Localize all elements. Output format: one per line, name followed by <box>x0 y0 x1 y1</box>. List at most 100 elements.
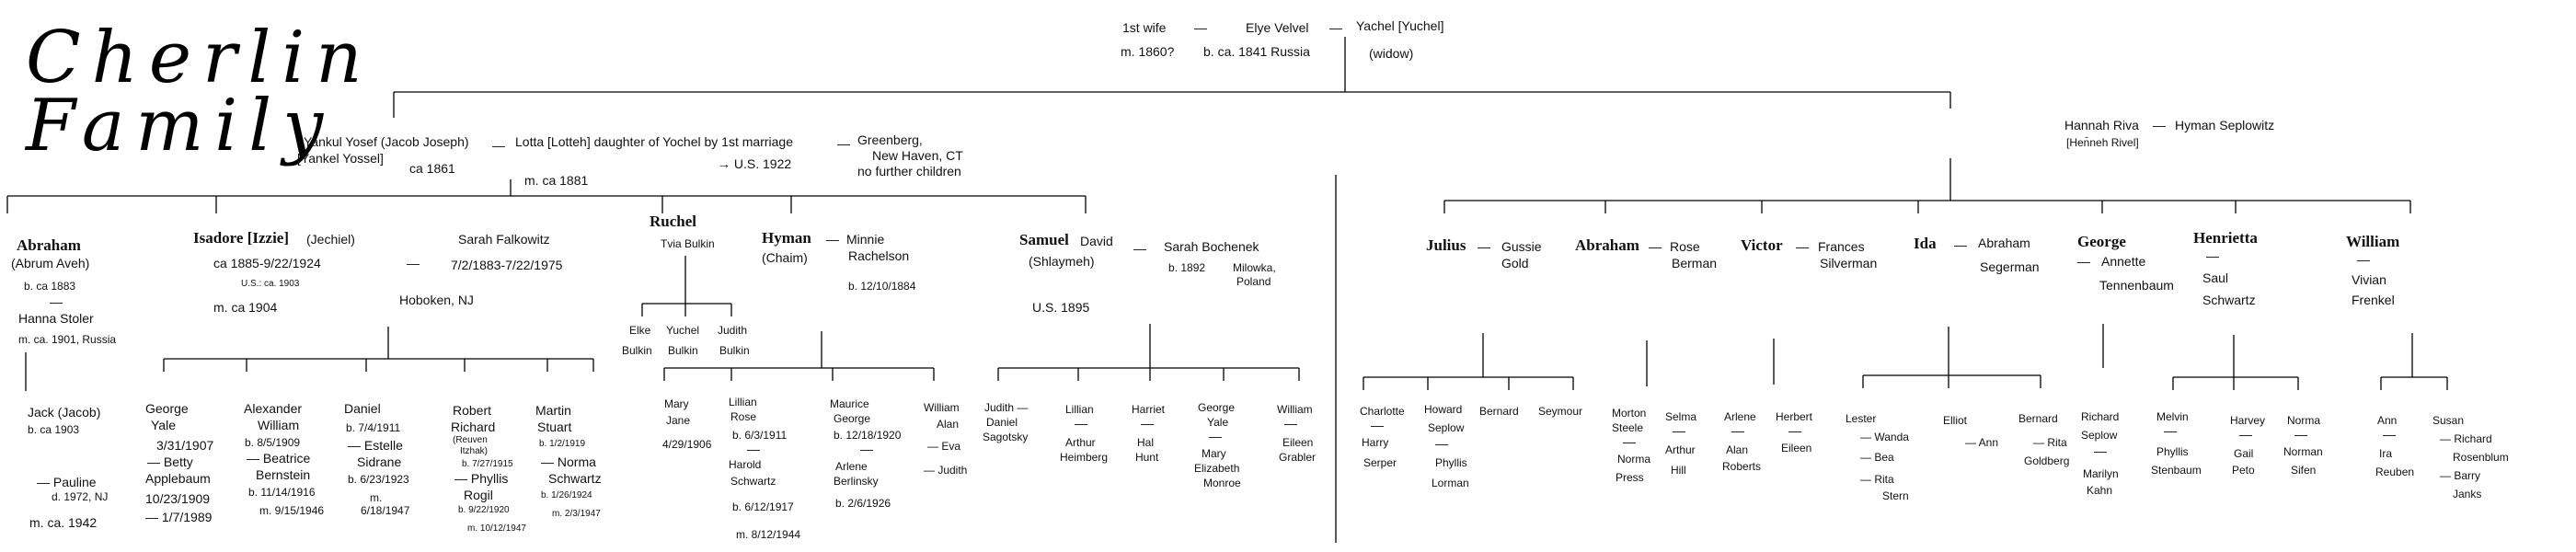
dash: — <box>1141 416 1154 431</box>
second-wife-note: (widow) <box>1369 46 1414 61</box>
dash: — <box>747 442 760 456</box>
bernard-goldberg-name: Bernard <box>2018 412 2058 425</box>
samuel-spouse-place-2: Poland <box>1236 275 1271 288</box>
norma-sifen-spouse: Norman <box>2283 445 2323 458</box>
george-monroe-name: George <box>1198 401 1236 414</box>
left-residence: Greenberg, <box>857 132 923 147</box>
george-yale-married: — 1/7/1989 <box>145 510 213 524</box>
richard-seplow-spouse: Marilyn <box>2083 467 2119 480</box>
george-yale-birth: 3/31/1907 <box>156 438 214 453</box>
left-husband-birth: ca 1861 <box>409 161 455 176</box>
judith-sagotsky-spouse: Daniel <box>986 416 1018 429</box>
samuel-spouse-place: Milowka, <box>1233 261 1276 274</box>
dash: — <box>492 138 505 153</box>
george-yale-spouse-birth: 10/23/1909 <box>145 491 211 506</box>
robert-spouse-birth: b. 9/22/1920 <box>458 505 510 515</box>
dash: — <box>2294 427 2307 442</box>
harvey-name: Harvey <box>2230 414 2266 427</box>
lillian-rose-spouse-birth: b. 6/12/1917 <box>732 500 794 513</box>
arlene-spouse-2: Roberts <box>1722 460 1762 473</box>
robert-married: m. 10/12/1947 <box>467 523 526 534</box>
lester-child-rita: — Rita <box>1860 473 1894 486</box>
susan-spouse-3: — Barry <box>2440 469 2481 482</box>
ida-spouse-2: Segerman <box>1980 259 2040 274</box>
samuel-spouse-first: David <box>1080 234 1113 248</box>
william-r-spouse: Vivian <box>2352 272 2386 287</box>
julius-name: Julius <box>1426 236 1466 254</box>
jack-birth: b. ca 1903 <box>28 423 80 436</box>
maurice-spouse-2: Berlinsky <box>834 475 879 488</box>
dash: — <box>50 294 63 309</box>
bernard-name: Bernard <box>1479 405 1519 418</box>
henrietta-name: Henrietta <box>2193 229 2258 247</box>
lester-child-rita-surname: Stern <box>1882 489 1909 502</box>
isadore-spouse-dates: 7/2/1883-7/22/1975 <box>451 258 563 272</box>
dash: — <box>2206 248 2219 263</box>
george-monroe-spouse-3: Monroe <box>1203 477 1241 489</box>
ruchel-name: Ruchel <box>650 213 696 230</box>
dash: — <box>1788 423 1801 438</box>
dash: — <box>1796 239 1809 254</box>
dash: — <box>1194 20 1207 35</box>
dash: — <box>1075 416 1087 431</box>
morton-spouse-2: Press <box>1616 471 1644 484</box>
selma-name: Selma <box>1665 410 1697 423</box>
ann-spouse-2: Reuben <box>2375 466 2415 478</box>
isadore-spouse: Sarah Falkowitz <box>458 232 550 247</box>
lillian-rose-name-2: Rose <box>730 410 757 423</box>
robert-spouse-2: Rogil <box>464 488 493 502</box>
abraham-married: m. ca. 1901, Russia <box>18 333 117 346</box>
isadore-us: U.S.: ca. 1903 <box>241 279 300 289</box>
herbert-name: Herbert <box>1776 410 1813 423</box>
henrietta-spouse: Saul <box>2202 270 2229 285</box>
left-married: m. ca 1881 <box>524 173 589 188</box>
harriet-name: Harriet <box>1132 403 1166 416</box>
mary-jane-name: Mary <box>664 397 689 410</box>
victor-spouse-2: Silverman <box>1820 256 1878 270</box>
selma-spouse: Arthur <box>1665 443 1696 456</box>
henrietta-spouse-2: Schwartz <box>2202 293 2256 307</box>
dash: — <box>2077 254 2090 269</box>
yuchel-surname: Bulkin <box>668 344 698 357</box>
mary-jane-name-2: Jane <box>666 414 691 427</box>
selma-spouse-2: Hill <box>1671 464 1686 477</box>
ida-name: Ida <box>1914 235 1937 252</box>
robert-spouse: — Phyllis <box>454 471 509 486</box>
dash: — <box>1371 418 1384 432</box>
harriet-spouse-2: Hunt <box>1135 451 1159 464</box>
morton-name: Morton <box>1612 407 1647 420</box>
victor-name: Victor <box>1741 236 1783 254</box>
patriarch-birth: b. ca. 1841 Russia <box>1203 44 1310 59</box>
charlotte-name: Charlotte <box>1360 405 1405 418</box>
william-r-name: William <box>2346 233 2400 250</box>
melvin-spouse: Phyllis <box>2156 445 2189 458</box>
dash: — <box>1954 237 1967 252</box>
right-wife-name: Hannah Riva <box>2064 118 2139 132</box>
maurice-name: Maurice <box>830 397 869 410</box>
julius-spouse: Gussie <box>1501 239 1542 254</box>
pauline-married: m. ca. 1942 <box>29 515 98 530</box>
judith-sagotsky-name: Judith — <box>984 401 1029 414</box>
alexander-birth: b. 8/5/1909 <box>245 436 301 449</box>
dash: — <box>1673 423 1685 438</box>
robert-birth: b. 7/27/1915 <box>462 459 513 469</box>
william-grabler-name: William <box>1277 403 1313 416</box>
first-wife-married: m. 1860? <box>1121 44 1175 59</box>
dash: — <box>2164 423 2177 438</box>
left-husband-alt: [Yankel Yossel] <box>297 151 384 166</box>
daniel-name: Daniel <box>344 401 381 416</box>
abraham-spouse: Hanna Stoler <box>18 311 94 326</box>
harriet-spouse: Hal <box>1137 436 1155 449</box>
george-monroe-spouse: Mary <box>1202 447 1226 460</box>
second-wife-name: Yachel [Yuchel] <box>1356 18 1444 33</box>
ann-spouse: Ira <box>2379 447 2393 460</box>
right-husband-name: Hyman Seplowitz <box>2175 118 2275 132</box>
abraham-r-spouse-2: Berman <box>1672 256 1718 270</box>
hyman-spouse: Minnie <box>846 232 885 247</box>
susan-spouse-2: Rosenblum <box>2453 451 2509 464</box>
george-monroe-spouse-2: Elizabeth <box>1194 462 1240 475</box>
maurice-birth: b. 12/18/1920 <box>834 429 902 442</box>
martin-name-2: Stuart <box>537 420 572 434</box>
patriarch-name: Elye Velvel <box>1246 20 1309 35</box>
daniel-married-2: 6/18/1947 <box>361 504 410 517</box>
